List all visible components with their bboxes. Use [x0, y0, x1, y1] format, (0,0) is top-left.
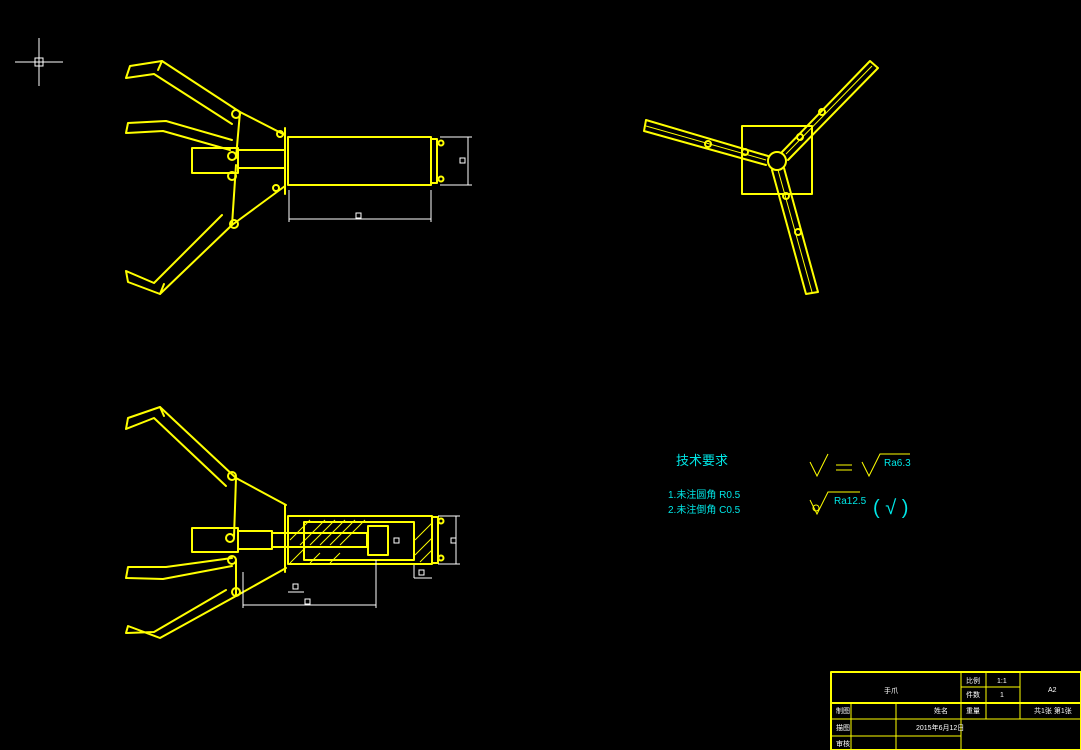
- qty-label: 件数: [966, 690, 980, 699]
- note-1: 1.未注圆角 R0.5: [668, 488, 741, 501]
- qty-value: 1: [1000, 692, 1004, 699]
- roughness-symbol-2: Ra12.5: [834, 496, 867, 507]
- technical-notes: 技术要求 1.未注圆角 R0.5 2.未注倒角 C0.5: [668, 453, 741, 516]
- check-label: 描图: [836, 723, 850, 732]
- front-view: [125, 60, 472, 295]
- roughness-symbol-1: Ra6.3: [884, 458, 911, 469]
- title-block: 手爪 比例 1:1 件数 1 A2 制图 姓名 重量 共1张 第1张 描图 20…: [830, 671, 1081, 750]
- roughness-general: ( √ ): [873, 497, 908, 519]
- date: 2015年6月12日: [916, 723, 964, 732]
- sheet-info: 共1张 第1张: [1034, 706, 1072, 715]
- crosshair-cursor: [15, 38, 63, 86]
- note-2: 2.未注倒角 C0.5: [668, 503, 741, 516]
- scale-value: 1:1: [997, 678, 1007, 685]
- roughness-legend: Ra6.3 Ra12.5 ( √ ): [809, 453, 911, 519]
- sheet-size: A2: [1048, 687, 1057, 694]
- section-view: [125, 406, 460, 639]
- review-label: 审核: [836, 739, 850, 748]
- notes-title: 技术要求: [676, 453, 728, 468]
- top-view: [643, 60, 879, 295]
- scale-label: 比例: [966, 676, 980, 685]
- part-name: 手爪: [884, 686, 898, 695]
- designer-name: 姓名: [934, 706, 948, 715]
- weight-label: 重量: [966, 707, 980, 715]
- drawn-label: 制图: [836, 706, 850, 715]
